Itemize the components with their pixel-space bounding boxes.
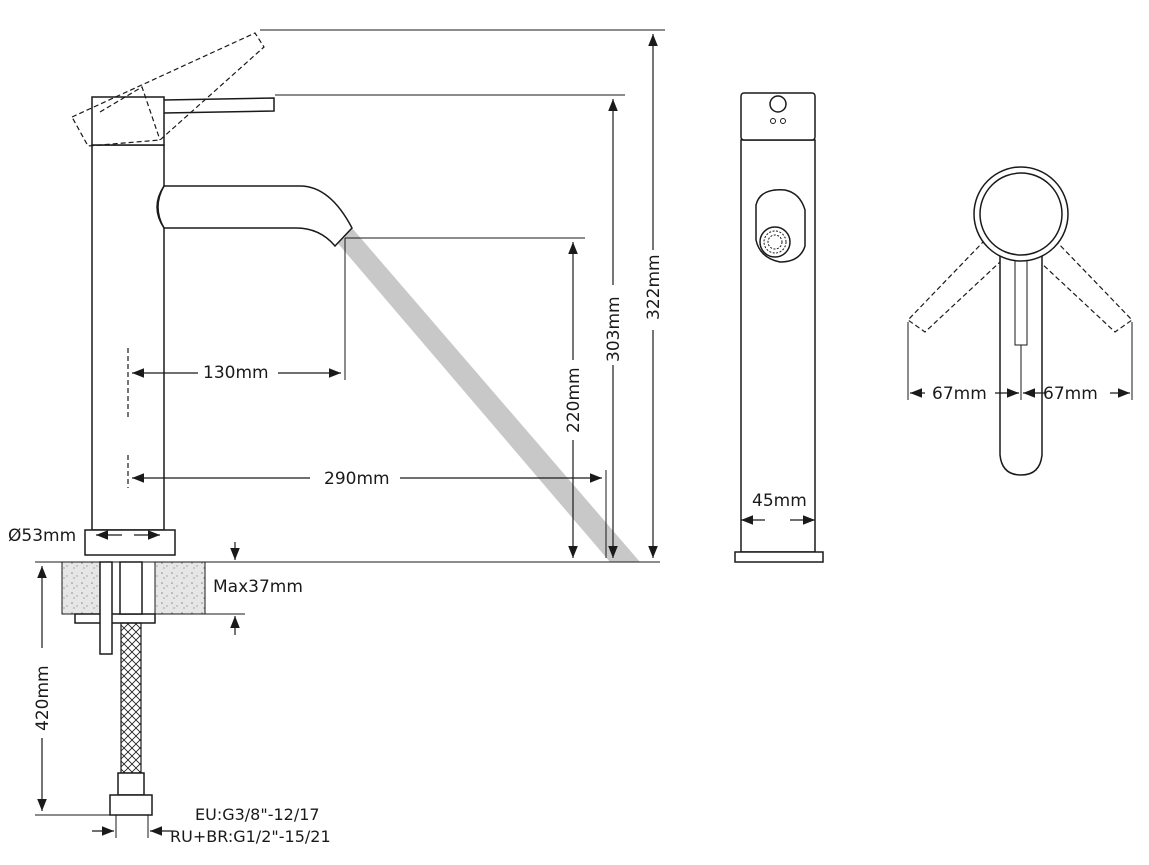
handle-open-outline (71, 32, 265, 147)
front-dimensions: 322mm 303mm 220mm 130mm 290mm Ø53mm Max3… (8, 29, 666, 846)
handle-lever (163, 97, 275, 114)
dim-303: 303mm (604, 296, 624, 362)
counter-top-left (61, 561, 101, 615)
side-view: 45mm (734, 92, 824, 563)
handle-swing-left (907, 239, 1001, 333)
flex-hose (120, 622, 142, 774)
dim-side-width: 45mm (752, 491, 807, 511)
dim-290: 290mm (324, 469, 390, 489)
label-eu-thread: EU:G3/8"-12/17 (195, 805, 320, 824)
dim-420: 420mm (33, 665, 53, 731)
side-aerator-outline (755, 189, 806, 263)
top-cap-inner (979, 172, 1063, 256)
side-indicator (769, 95, 787, 113)
dim-deck-thickness: Max37mm (213, 577, 303, 597)
side-base (734, 551, 824, 563)
label-ru-br-thread: RU+BR:G1/2"-15/21 (170, 827, 331, 846)
dim-swing-right: 67mm (1043, 384, 1098, 404)
side-cap (740, 92, 816, 141)
handle-swing-right (1039, 239, 1133, 333)
side-body (740, 139, 816, 553)
mounting-stud (99, 561, 113, 655)
water-stream (335, 228, 640, 562)
dim-130: 130mm (203, 363, 269, 383)
top-view: 67mm 67mm (907, 166, 1133, 476)
dim-322: 322mm (644, 254, 664, 320)
faucet-spout (157, 185, 353, 248)
dim-swing-left: 67mm (932, 384, 987, 404)
counter-top-right (154, 561, 206, 615)
faucet-cap (91, 96, 165, 146)
dim-220: 220mm (564, 367, 584, 433)
dim-base-diameter: Ø53mm (8, 526, 76, 546)
faucet-base (84, 529, 176, 556)
top-cap-outer (973, 166, 1069, 262)
